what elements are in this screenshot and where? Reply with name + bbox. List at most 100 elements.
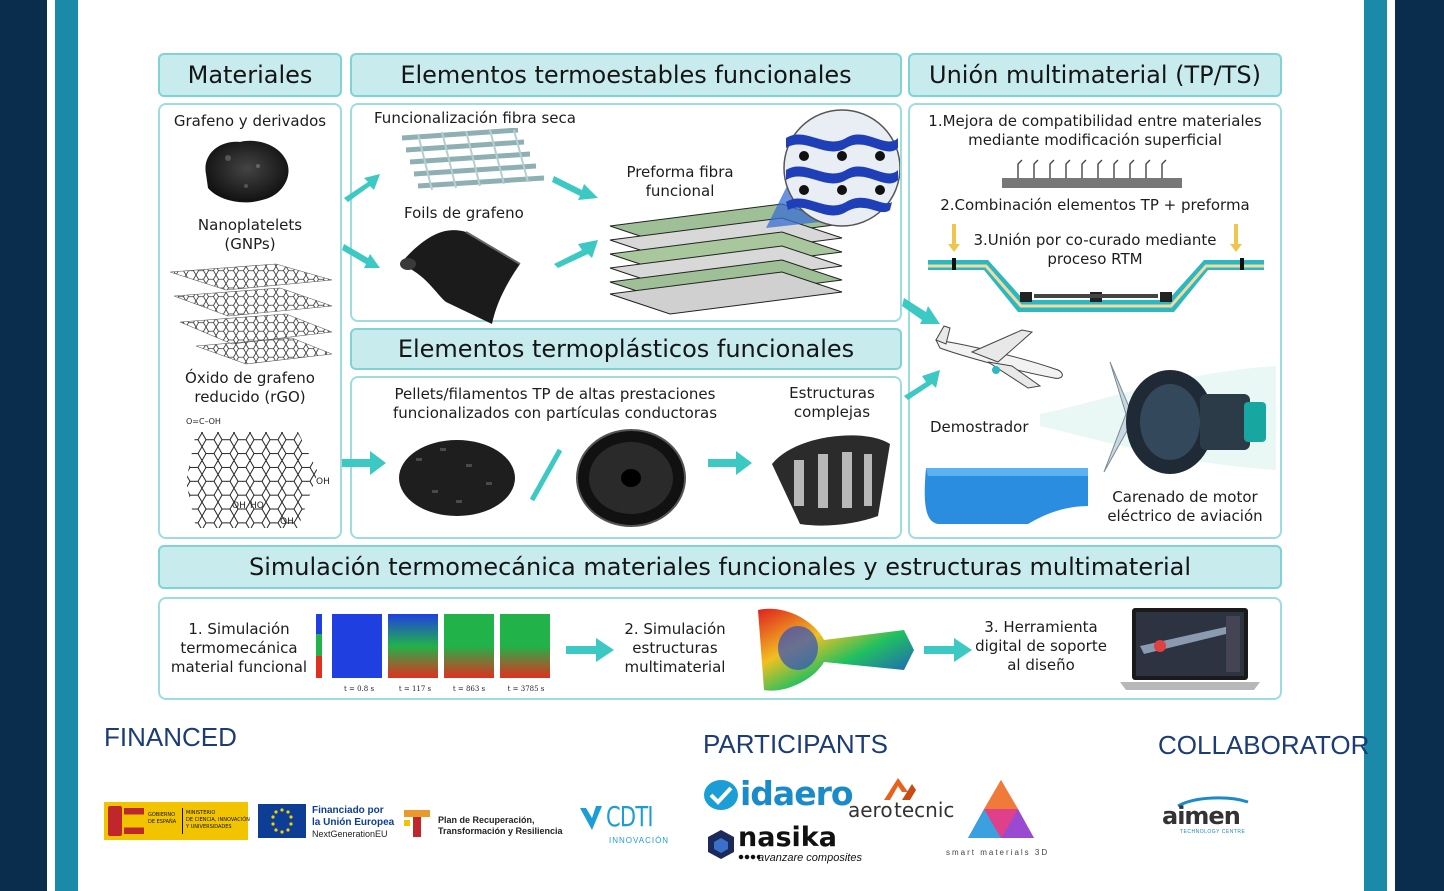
gobierno-text-2: DE ESPAÑA: [148, 819, 177, 825]
electric-engine-image: [1040, 361, 1276, 474]
union-step1-label-2: mediante modificación superficial: [968, 131, 1222, 149]
nasika-text: nasika: [738, 822, 837, 853]
financed-caption: FINANCED: [104, 722, 237, 752]
sim3-label-3: al diseño: [1007, 656, 1075, 674]
eu-text-2: la Unión Europea: [312, 817, 395, 828]
right-frame-teal: [1364, 0, 1387, 891]
aerotecnic-icon: [884, 778, 916, 800]
eu-text-1: Financiado por: [312, 805, 384, 816]
filament-spool-image: [576, 429, 686, 527]
nasika-sub-text: avanzare composites: [758, 852, 862, 864]
idaero-icon: [704, 780, 738, 810]
union-step3-label-2: proceso RTM: [1047, 250, 1143, 268]
left-frame-navy: [0, 0, 47, 891]
aerotecnic-text-2: tecnic: [894, 798, 955, 822]
spain-flag-icon: [124, 808, 144, 834]
nasika-icon: [708, 830, 734, 859]
funcionalizacion-label: Funcionalización fibra seca: [374, 109, 576, 127]
plan-text-2: Transformación y Resiliencia: [438, 826, 563, 836]
right-frame-navy: [1395, 0, 1444, 891]
sim1-label-2: termomecánica: [180, 639, 298, 657]
gobierno-logo: GOBIERNO DE ESPAÑA MINISTERIO DE CIENCIA…: [104, 802, 250, 840]
gnp-label-1: Nanoplatelets: [197, 216, 303, 234]
chem-cooh-label: O=C–OH: [186, 417, 221, 426]
dry-fibre-image: [401, 128, 545, 191]
sim2-label-2: estructuras: [632, 639, 718, 657]
arrow-spool-to-structure: [708, 451, 752, 475]
aerotecnic-text-1: aero: [848, 798, 893, 822]
foils-label: Foils de grafeno: [404, 204, 524, 222]
chem-ho-b-label: HO: [250, 501, 264, 511]
header-termoestables-label: Elementos termoestables funcionales: [400, 61, 852, 89]
complex-structure-image: [772, 435, 890, 526]
union-step1-label-1: 1.Mejora de compatibilidad entre materia…: [928, 112, 1262, 130]
gobierno-divider: [182, 808, 183, 834]
simulation-cubes-image: [316, 614, 550, 678]
chem-oh-a-label: OH: [232, 501, 246, 511]
ministerio-text-2: DE CIENCIA, INNOVACIÓN: [186, 817, 250, 823]
union-panel: [908, 103, 1282, 539]
pellets-label-1: Pellets/filamentos TP de altas prestacio…: [394, 385, 716, 403]
fairing-panel-image: [924, 468, 1088, 524]
pellets-label-2: funcionalizados con partículas conductor…: [392, 404, 718, 422]
header-union: Unión multimaterial (TP/TS): [908, 53, 1282, 97]
gobierno-text-1: GOBIERNO: [148, 812, 176, 818]
sim3-label-2: digital de soporte: [975, 637, 1107, 655]
arrow-materiales-to-foil: [342, 244, 380, 268]
eu-flag-icon: [258, 804, 306, 838]
rtm-mold-image: [928, 224, 1264, 312]
graphene-sheets-image: [169, 263, 333, 365]
arrow-materiales-to-pellets: [342, 451, 386, 475]
sim3-label-1: 3. Herramienta: [984, 618, 1098, 636]
arrow-foil-to-preform: [554, 240, 598, 268]
cdti-sub-text: INNOVACIÓN: [609, 836, 670, 845]
graphene-powder-image: [205, 140, 289, 203]
nasika-dots: [738, 854, 760, 860]
sim-time-4: t = 3785 s: [507, 685, 545, 693]
estructuras-label-1: Estructuras: [789, 384, 875, 402]
idaero-text: idaero: [740, 774, 854, 813]
carenado-label-1: Carenado de motor: [1112, 488, 1258, 506]
sim2-label-3: multimaterial: [624, 658, 726, 676]
plan-recuperacion-icon: [404, 810, 430, 837]
sim-time-3: t = 863 s: [452, 685, 486, 693]
chem-oh-right-label: OH: [316, 477, 330, 487]
aimen-sub-text: TECHNOLOGY CENTRE: [1180, 829, 1246, 835]
sim2-label-1: 2. Simulación: [624, 620, 726, 638]
gnp-label-2: (GNPs): [224, 235, 276, 253]
arrow-termoplasticos-to-union: [904, 370, 940, 400]
header-materiales-label: Materiales: [187, 61, 313, 89]
carenado-label-2: eléctrico de aviación: [1107, 507, 1263, 525]
sim-time-1: t = 0.8 s: [343, 685, 375, 693]
plan-text-1: Plan de Recuperación,: [438, 815, 535, 825]
arrow-termoestables-to-union: [902, 298, 940, 324]
sim1-label-3: material funcional: [170, 658, 308, 676]
union-step3-label-1: 3.Unión por co-curado mediante: [973, 231, 1217, 249]
grafeno-label: Grafeno y derivados: [173, 112, 327, 130]
pellets-image: [399, 440, 515, 516]
header-materiales: Materiales: [158, 53, 342, 97]
aimen-swoosh-icon: [1177, 796, 1249, 808]
rgo-label-1: Óxido de grafeno: [185, 369, 315, 387]
arrow-sim2-to-sim3: [924, 638, 972, 662]
header-simulacion-label: Simulación termomecánica materiales func…: [249, 553, 1191, 581]
union-step2-label: 2.Combinación elementos TP + preforma: [940, 196, 1250, 214]
laptop-image: [1120, 608, 1260, 690]
weave-magnifier-image: [766, 109, 900, 228]
left-frame-teal: [55, 0, 78, 891]
ministerio-text-1: MINISTERIO: [186, 810, 216, 816]
cdti-icon: [580, 806, 602, 830]
header-simulacion: Simulación termomecánica materiales func…: [158, 545, 1282, 589]
surface-modification-image: [1002, 159, 1182, 188]
graphene-foil-image: [400, 230, 521, 324]
aimen-text: aimen: [1162, 802, 1241, 830]
cdti-text: CDTI: [606, 800, 654, 833]
header-termoestables: Elementos termoestables funcionales: [350, 53, 902, 97]
coat-of-arms-icon: [108, 806, 122, 836]
arrow-sim1-to-sim2: [566, 638, 614, 662]
collaborator-caption: COLLABORATOR: [1158, 730, 1370, 760]
slash-separator: [529, 448, 563, 502]
smart-materials-text: smart materials 3D: [946, 848, 1050, 857]
idaero-check-icon: [709, 786, 733, 805]
preforma-label-2: funcional: [645, 182, 715, 200]
